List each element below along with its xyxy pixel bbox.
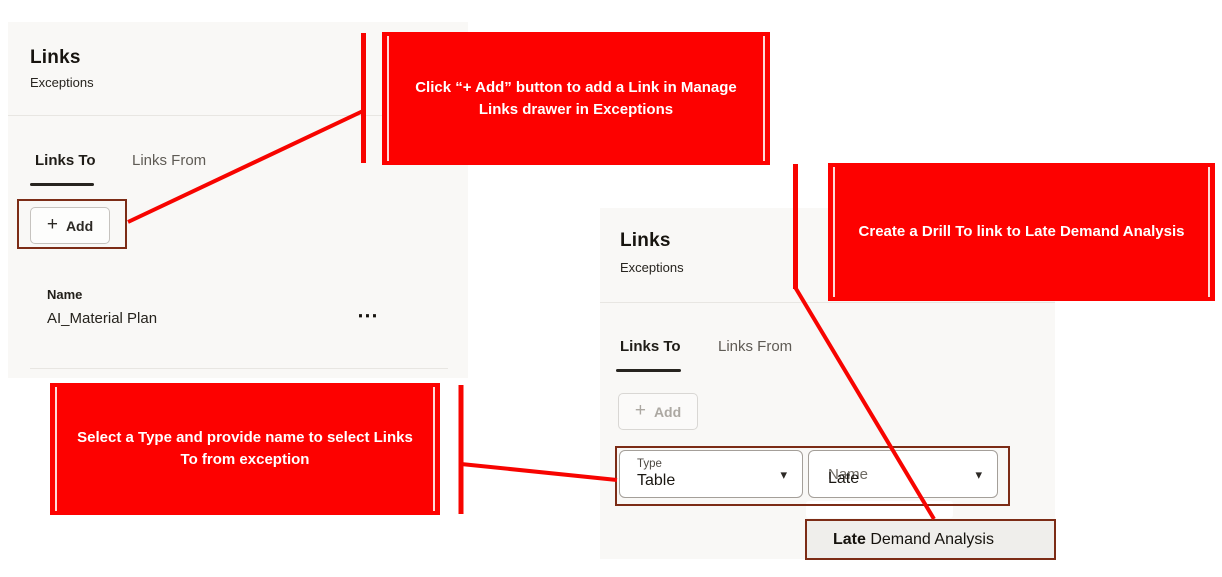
tab-links-to[interactable]: Links To [35, 152, 96, 169]
add-button-label: Add [65, 217, 94, 234]
name-combobox[interactable]: Name Late ▾ [808, 450, 998, 498]
type-select-value: Table [637, 472, 676, 489]
page-title: Links [30, 47, 81, 68]
page-subtitle: Exceptions [620, 260, 684, 275]
dropdown-list-top [806, 501, 953, 518]
active-tab-underline [30, 183, 94, 186]
link-item-name: AI_Material Plan [47, 310, 158, 327]
page-subtitle: Exceptions [30, 75, 94, 90]
tab-links-to[interactable]: Links To [620, 338, 681, 355]
tab-links-from[interactable]: Links From [132, 152, 207, 169]
name-column-header: Name [47, 287, 83, 302]
add-button[interactable]: + Add [30, 207, 110, 244]
page-title: Links [620, 230, 671, 251]
chevron-down-icon[interactable]: ▾ [975, 467, 982, 482]
callout-add-text: Click “+ Add” button to add a Link in Ma… [415, 78, 737, 118]
suggestion-match-text: Late [833, 530, 866, 548]
chevron-down-icon[interactable]: ▾ [780, 467, 787, 482]
callout-drill-to: Create a Drill To link to Late Demand An… [828, 163, 1215, 301]
suggestion-item-late-demand-analysis[interactable]: Late Demand Analysis [805, 519, 1056, 560]
active-tab-underline [616, 369, 681, 372]
add-button-label: Add [653, 403, 682, 420]
add-button-disabled[interactable]: + Add [618, 393, 698, 430]
overflow-menu-icon[interactable]: ⋯ [357, 304, 379, 327]
header-divider [600, 302, 1055, 303]
tab-links-from[interactable]: Links From [718, 338, 793, 355]
plus-icon: + [46, 214, 58, 235]
callout-select-type-name: Select a Type and provide name to select… [50, 383, 440, 515]
row-divider [30, 368, 448, 369]
callout-type-name-text: Select a Type and provide name to select… [77, 429, 413, 468]
callout-add-button: Click “+ Add” button to add a Link in Ma… [382, 32, 770, 165]
callout-drill-text: Create a Drill To link to Late Demand An… [858, 223, 1185, 241]
type-select[interactable]: Type Table ▾ [619, 450, 803, 498]
plus-icon: + [634, 400, 646, 421]
suggestion-rest-text: Demand Analysis [865, 530, 994, 548]
name-combobox-value: Late [828, 470, 860, 487]
type-select-label: Type [637, 458, 662, 470]
